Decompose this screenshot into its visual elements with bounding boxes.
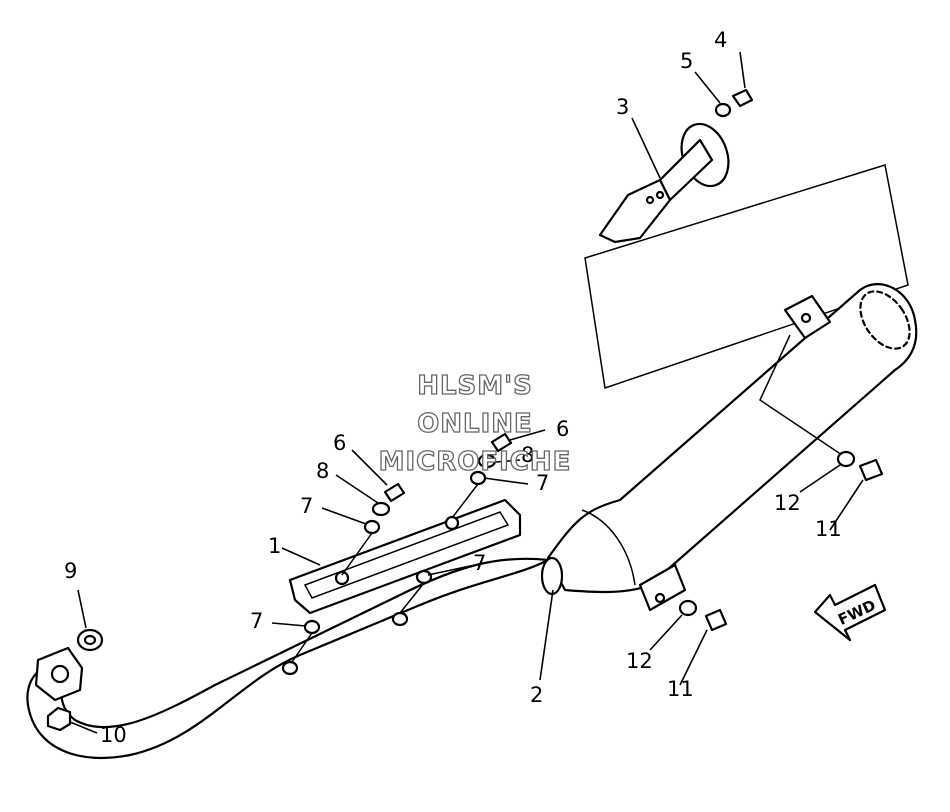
callout-9: 9 xyxy=(64,559,77,583)
callout-7-d: 7 xyxy=(250,609,263,633)
fwd-arrow: FWD xyxy=(813,583,887,642)
callout-4: 4 xyxy=(714,28,727,52)
heat-protector xyxy=(288,498,522,615)
fasteners xyxy=(46,88,884,732)
callout-7-a: 7 xyxy=(300,494,313,518)
watermark-line-3: MICROFICHE xyxy=(379,447,572,477)
callout-11-lower: 11 xyxy=(667,677,694,701)
callout-5: 5 xyxy=(680,49,693,73)
leader-lines xyxy=(69,51,864,734)
watermark: HLSM'S ONLINE MICROFICHE xyxy=(378,370,572,477)
callout-8-right: 8 xyxy=(521,443,534,467)
callout-6-right: 6 xyxy=(556,417,569,441)
callout-2: 2 xyxy=(530,683,543,707)
callout-7-c: 7 xyxy=(473,551,486,575)
callout-10: 10 xyxy=(100,723,127,747)
callout-8-left: 8 xyxy=(316,459,329,483)
baffle xyxy=(598,122,730,244)
callout-12-upper: 12 xyxy=(774,491,801,515)
callout-labels: 1 2 3 4 5 6 6 7 7 7 7 8 8 9 10 11 11 12 … xyxy=(64,28,842,747)
callout-6-left: 6 xyxy=(333,431,346,455)
callout-3: 3 xyxy=(616,95,629,119)
watermark-line-2: ONLINE xyxy=(417,409,533,439)
callout-7-b: 7 xyxy=(536,471,549,495)
callout-1: 1 xyxy=(268,534,281,558)
callout-11-upper: 11 xyxy=(815,517,842,541)
detail-frame xyxy=(584,164,909,389)
watermark-line-1: HLSM'S xyxy=(417,371,533,401)
callout-12-lower: 12 xyxy=(626,649,653,673)
muffler xyxy=(546,283,918,612)
